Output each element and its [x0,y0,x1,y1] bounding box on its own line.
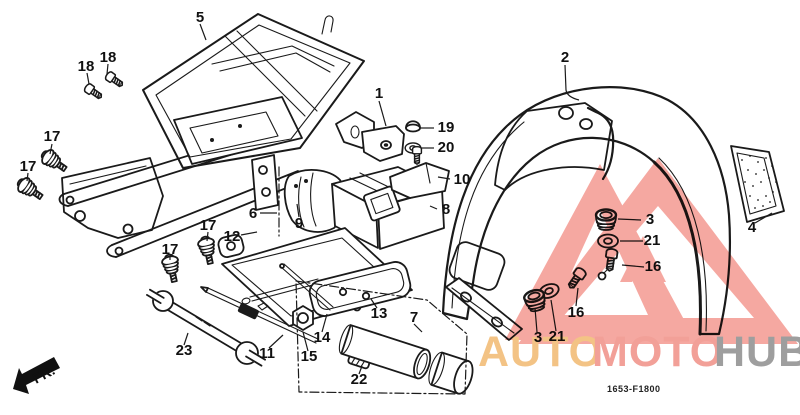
mounting-plate [61,157,164,239]
bracket-part-1 [335,111,405,162]
callout-label: 8 [442,201,450,218]
callout-label: 5 [196,9,204,26]
wrench-part-23 [146,288,266,367]
tool-kit-boundary [295,280,468,395]
callout-label: 21 [644,232,661,249]
watermark: AUTO MOTO HUB [478,158,800,376]
callout-label: 15 [301,348,318,365]
luggage-rack-part-5 [142,13,365,169]
bolt-part-16-upper [597,247,619,281]
bracket-part-10 [389,145,450,199]
callout-label: 23 [176,342,193,359]
callout-label: 17 [200,217,217,234]
callout-label: 12 [224,228,241,245]
callout-label: 11 [259,345,275,362]
mud-flap-part-4 [730,145,785,223]
callout-label: 13 [371,305,388,322]
watermark-triangle-center [620,236,666,282]
callout-label: 17 [162,241,179,258]
cap-nut-part-19 [405,120,421,133]
diagram-code: 1653-F1800 [607,384,661,394]
watermark-triangle-left [505,164,695,340]
callout-label: 14 [314,329,331,346]
callout-label: 20 [438,139,455,156]
plug-wrench-part-7 [338,324,474,395]
callout-label: 18 [78,58,95,75]
tool-bag-part-9 [283,169,345,233]
bolt-part-18-a [82,81,105,102]
callout-label: 6 [249,205,257,222]
callout-label: 10 [454,171,471,188]
callout-label: 9 [295,215,303,232]
socket-part-15 [292,305,314,331]
watermark-brand-hub: HUB [714,328,800,376]
callout-label: 22 [351,371,368,388]
watermark-brand-moto: MOTO [592,328,724,376]
callout-label: 3 [646,211,654,228]
callout-label: 4 [748,219,757,236]
callout-label: 7 [410,309,418,326]
callout-label: 2 [561,49,569,66]
mount-part-17-b [13,173,47,205]
tray-lid-part-13 [308,261,412,317]
mount-part-17-a [37,145,71,177]
watermark-brand-auto: AUTO [478,328,603,376]
callout-label: 1 [375,85,383,102]
callout-label: 18 [100,49,117,66]
front-direction-marker: FR. [13,357,60,394]
callout-label: 17 [44,128,61,145]
rod-part-14 [279,263,334,311]
tool-box-part-8 [331,166,445,250]
callout-label: 17 [20,158,37,175]
callout-label: 19 [438,119,455,136]
